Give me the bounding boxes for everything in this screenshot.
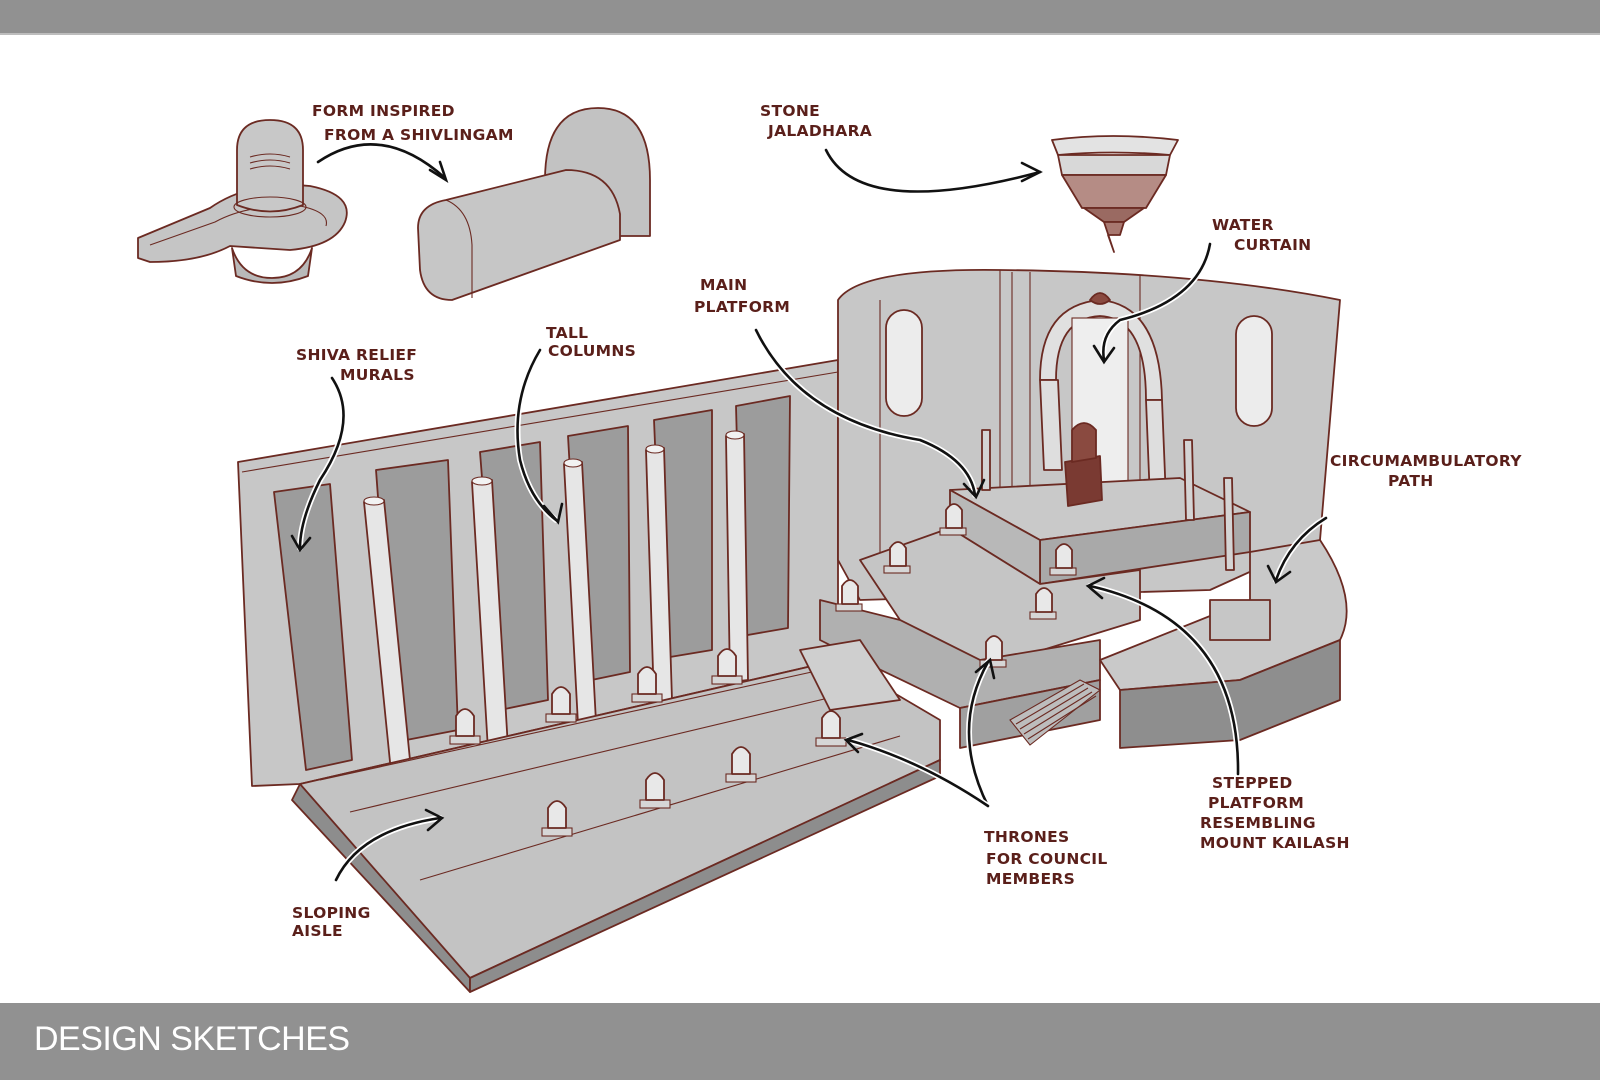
top-bar [0,0,1600,35]
left-oval-window [885,309,923,417]
arrow-stepped-platform [1088,584,1240,776]
arrow-form-inspired [316,143,447,180]
annotation-arrows [290,241,1329,883]
arrow-thrones-lower [846,738,990,808]
page-title: DESIGN SKETCHES [34,1020,350,1058]
right-oval-window [1235,315,1273,427]
tall-columns [363,430,749,783]
bottom-bar [0,1003,1600,1080]
arrow-sloping-aisle [334,816,442,882]
circumambulatory-path [1099,539,1348,749]
arrow-main-platform [754,328,977,497]
shiva-relief-murals [273,395,791,771]
stepped-platform [819,527,1141,749]
shivlingam-inspired-form-sketch [417,107,651,301]
stone-jaladhara-sketch [1051,135,1179,253]
arrow-shiva-relief-murals [298,376,345,550]
arrow-water-curtain [1102,242,1212,362]
shivlingam-sketch [137,119,348,284]
arrow-thrones-upper [967,660,990,808]
arrow-stone-jaladhara [824,148,1042,193]
arrow-circumambulatory-path [1274,516,1328,582]
council-thrones [449,503,1077,837]
arrow-tall-columns [516,348,558,522]
sloping-aisle-floor [291,639,941,993]
